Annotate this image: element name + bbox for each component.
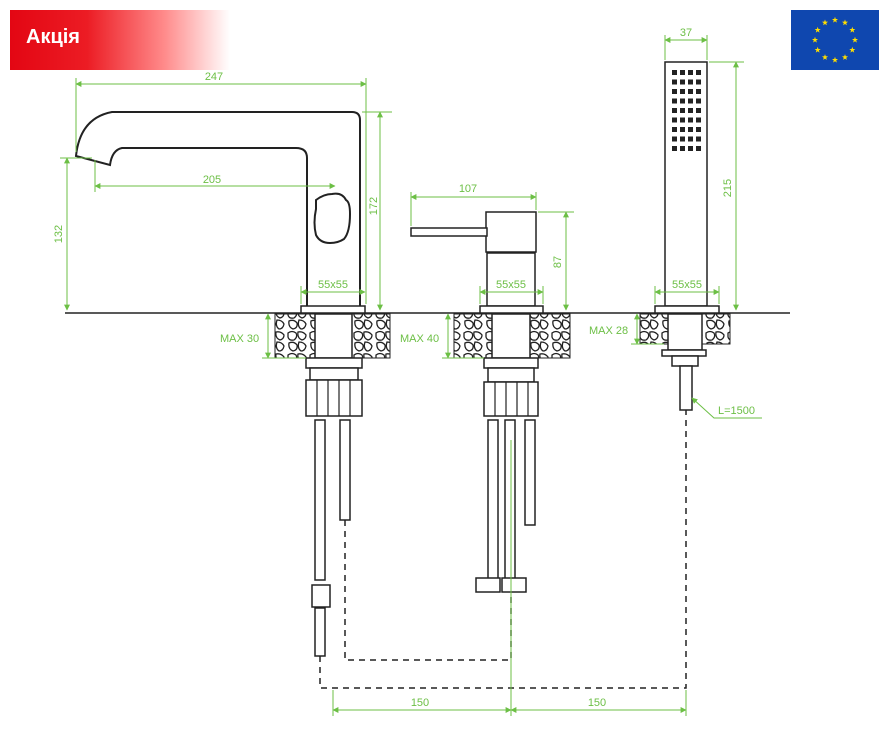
- shower-nozzle: [688, 127, 693, 132]
- shower-nozzle: [680, 146, 685, 151]
- shower-nozzle: [696, 79, 701, 85]
- dim-shower-width: 37: [680, 27, 692, 39]
- eu-flag-icon: [791, 10, 879, 70]
- shower-nozzle: [696, 89, 701, 94]
- shower-nozzle: [696, 70, 701, 75]
- dim-mixer-height: 87: [552, 256, 564, 268]
- spout-handle-icon: [313, 192, 352, 245]
- eu-star-icon: [811, 36, 819, 43]
- spout: [74, 111, 366, 314]
- shower-mounting: [661, 313, 707, 411]
- dim-spout-base: 55x55: [318, 279, 348, 291]
- shower-nozzle: [680, 98, 685, 104]
- eu-star-icon: [849, 26, 856, 33]
- shower-nozzle: [672, 117, 677, 123]
- dim-shower-base: 55x55: [672, 279, 702, 291]
- shower-nozzle: [672, 146, 677, 151]
- mixer-mounting: [475, 313, 539, 593]
- dim-mixer-max-thickness: MAX 40: [400, 333, 439, 345]
- shower-nozzle: [696, 98, 701, 104]
- eu-star-icon: [821, 54, 829, 60]
- eu-star-icon: [849, 46, 856, 53]
- eu-star-icon: [851, 36, 859, 43]
- eu-star-icon: [814, 26, 821, 33]
- dim-mixer-base: 55x55: [496, 279, 526, 291]
- eu-star-icon: [831, 56, 839, 63]
- shower-nozzle: [680, 127, 685, 132]
- shower-nozzle: [696, 146, 701, 151]
- spout-hose-route: [344, 520, 512, 661]
- shower-nozzle: [672, 79, 677, 85]
- shower-nozzle: [688, 136, 693, 142]
- shower-nozzle: [672, 127, 677, 132]
- promo-badge-label: Акція: [26, 26, 80, 48]
- shower-nozzle: [688, 146, 693, 151]
- shower-nozzle: [672, 70, 677, 75]
- eu-star-icon: [841, 54, 849, 60]
- shower-nozzle: [680, 79, 685, 85]
- dim-spacing-left: 150: [411, 697, 429, 709]
- shower-nozzle: [696, 108, 701, 113]
- shower-nozzle: [688, 98, 693, 104]
- shower-nozzle: [672, 98, 677, 104]
- shower-nozzle: [672, 136, 677, 142]
- shower-nozzle: [680, 136, 685, 142]
- shower-nozzle: [696, 117, 701, 123]
- dim-spout-max-thickness: MAX 30: [220, 333, 259, 345]
- shower-nozzle: [696, 127, 701, 132]
- shower-nozzle: [688, 70, 693, 75]
- promo-badge: Акція: [10, 10, 230, 70]
- shower-hose-route: [319, 410, 687, 689]
- shower-nozzle: [680, 117, 685, 123]
- eu-star-icon: [841, 19, 849, 26]
- shower-nozzle: [680, 89, 685, 94]
- shower-nozzle: [688, 79, 693, 85]
- shower-nozzle: [688, 89, 693, 94]
- dim-shower-height: 215: [722, 179, 734, 197]
- spout-mounting: [305, 313, 363, 657]
- dim-hose-length: L=1500: [718, 405, 755, 417]
- dim-spacing-right: 150: [588, 697, 606, 709]
- dim-spout-height: 172: [368, 197, 380, 215]
- eu-star-icon: [814, 46, 821, 53]
- shower-nozzle: [680, 70, 685, 75]
- shower-nozzle: [688, 117, 693, 123]
- eu-stars: [811, 16, 859, 63]
- dimension-lines: [60, 35, 762, 716]
- dim-shower-max-thickness: MAX 28: [589, 325, 628, 337]
- eu-star-icon: [831, 16, 839, 23]
- eu-star-icon: [821, 19, 829, 26]
- dim-spout-length: 247: [205, 71, 223, 83]
- shower-nozzle: [672, 89, 677, 94]
- dim-spout-reach: 205: [203, 174, 221, 186]
- hand-shower: [654, 61, 720, 314]
- shower-nozzle: [680, 108, 685, 113]
- shower-nozzle: [688, 108, 693, 113]
- dim-outlet-height: 132: [53, 225, 65, 243]
- dim-mixer-lever: 107: [459, 183, 477, 195]
- shower-nozzle: [672, 108, 677, 113]
- mixer: [410, 211, 544, 314]
- shower-nozzle: [696, 136, 701, 142]
